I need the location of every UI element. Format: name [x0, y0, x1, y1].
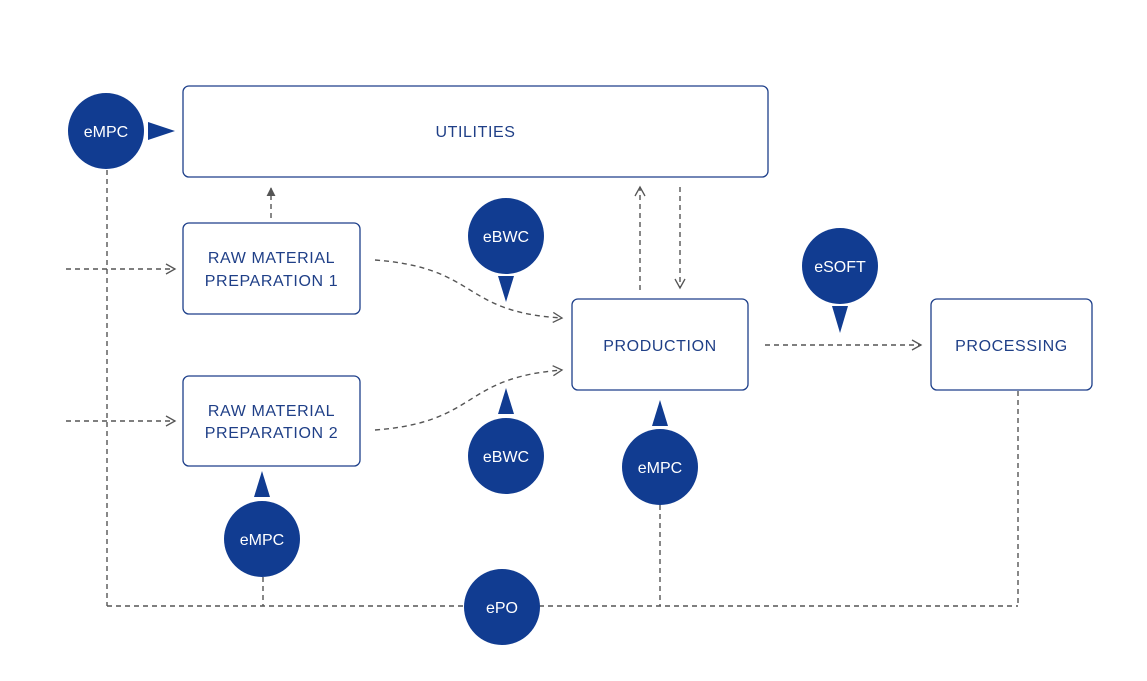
- curve-raw2-to-production: [374, 365, 564, 431]
- ebwc-top-label: eBWC: [483, 229, 529, 246]
- raw2-label-line2: PREPARATION 2: [205, 425, 338, 442]
- esoft-label: eSOFT: [814, 259, 866, 276]
- empc-raw2-pointer: [254, 471, 270, 497]
- empc-production-label: eMPC: [638, 460, 682, 477]
- empc-utilities-bubble[interactable]: eMPC: [68, 93, 175, 169]
- empc-production-bubble[interactable]: eMPC: [622, 400, 698, 505]
- raw2-label-line1: RAW MATERIAL: [208, 403, 335, 420]
- esoft-pointer: [832, 306, 848, 333]
- processing-box[interactable]: PROCESSING: [930, 298, 1093, 391]
- utilities-label: UTILITIES: [435, 124, 515, 141]
- raw1-label-line2: PREPARATION 1: [205, 273, 338, 290]
- esoft-bubble[interactable]: eSOFT: [802, 228, 878, 333]
- ebwc-bottom-label: eBWC: [483, 449, 529, 466]
- raw-material-preparation-1-box[interactable]: RAW MATERIAL PREPARATION 1: [182, 222, 361, 315]
- epo-label: ePO: [486, 600, 518, 617]
- production-box[interactable]: PRODUCTION: [571, 298, 749, 391]
- utilities-box[interactable]: UTILITIES: [182, 85, 769, 178]
- raw-material-preparation-2-box[interactable]: RAW MATERIAL PREPARATION 2: [182, 375, 361, 467]
- curve-raw1-to-production: [374, 259, 564, 324]
- raw1-label-line1: RAW MATERIAL: [208, 250, 335, 267]
- ebwc-top-pointer: [498, 276, 514, 302]
- production-label: PRODUCTION: [603, 338, 717, 355]
- empc-raw2-bubble[interactable]: eMPC: [224, 471, 300, 577]
- empc-utilities-label: eMPC: [84, 124, 128, 141]
- ebwc-top-bubble[interactable]: eBWC: [468, 198, 544, 302]
- ebwc-bottom-bubble[interactable]: eBWC: [468, 388, 544, 494]
- empc-production-pointer: [652, 400, 668, 426]
- processing-label: PROCESSING: [955, 338, 1068, 355]
- ebwc-bottom-pointer: [498, 388, 514, 414]
- connectors: [66, 170, 1019, 607]
- empc-raw2-label: eMPC: [240, 532, 284, 549]
- empc-utilities-pointer: [148, 122, 175, 140]
- epo-bubble[interactable]: ePO: [464, 569, 540, 645]
